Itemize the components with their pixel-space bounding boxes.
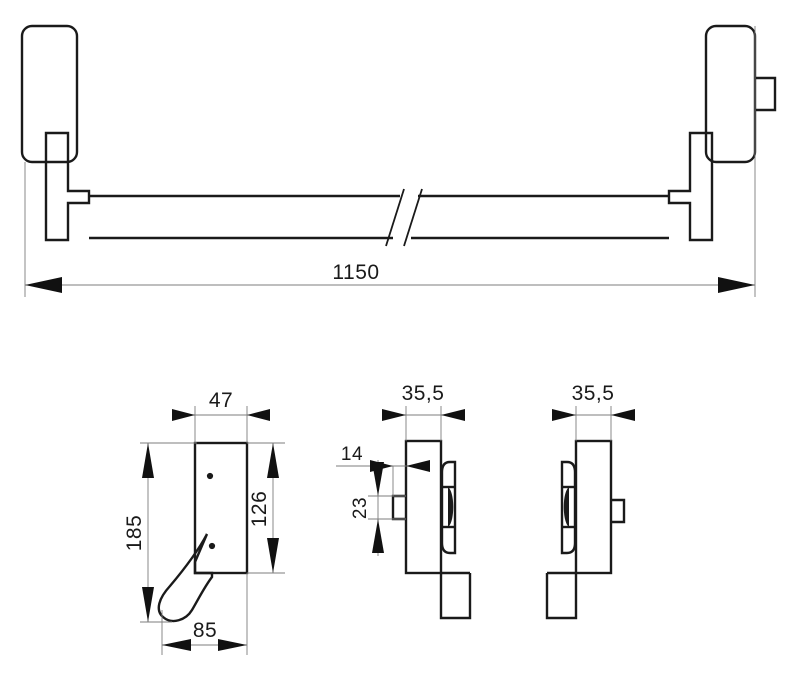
side-tab-left (391, 494, 406, 521)
dim-label-plate-height: 126 (248, 491, 271, 528)
screw-hole-lower (208, 542, 216, 550)
dim-355-right-arrow-b (611, 409, 635, 421)
dim-355-left-arrow-a (382, 409, 406, 421)
screw-hole-upper (206, 472, 214, 480)
dim-355-left-arrow-b (441, 409, 465, 421)
bottom-right-view: 35,5 (545, 382, 635, 620)
dim-47-arrow-right (247, 409, 270, 421)
bottom-middle-view: 35,5 14 23 (336, 382, 472, 620)
top-view-assembly: 1150 (20, 24, 777, 297)
dim-label-lever-projection: 85 (193, 619, 217, 642)
side-body-left-outline (404, 439, 443, 575)
push-bar-profile-left (440, 460, 457, 555)
dim-185-arrow-bottom (142, 587, 154, 622)
right-end-cap-lug (755, 76, 777, 112)
left-end-cap-housing (20, 24, 79, 164)
right-end-cap-housing (704, 24, 757, 164)
bottom-left-view: 47 185 126 85 (123, 389, 285, 655)
dim-47-arrow-left (172, 409, 195, 421)
dim-355-right-arrow-a (552, 409, 576, 421)
dim-14-arrow-right (406, 460, 430, 472)
dim-185-arrow-top (142, 443, 154, 478)
push-bar-profile-left-grip (448, 487, 454, 527)
side-body-right-outline (574, 439, 613, 575)
dim-1150-arrow-right (718, 277, 755, 293)
dim-85-arrow-left (162, 639, 191, 651)
right-mounting-bracket (667, 131, 714, 242)
left-mounting-bracket (44, 131, 91, 242)
side-mounting-foot-left (439, 573, 472, 620)
dim-23-arrow-top (372, 462, 384, 496)
push-bar-profile-right (560, 460, 577, 555)
dim-126-arrow-top (267, 443, 279, 478)
lever-handle-hook (157, 533, 214, 623)
break-symbol-line-1 (385, 188, 405, 247)
end-cap-plate-outline (193, 441, 249, 575)
push-bar-profile-right-grip (563, 487, 569, 527)
dim-23-arrow-bottom (372, 519, 384, 553)
dim-1150-arrow-left (25, 277, 62, 293)
dim-label-overall-height: 185 (123, 515, 146, 552)
dim-label-plate-width: 47 (209, 389, 233, 412)
dim-label-tab-offset: 14 (341, 444, 363, 465)
dim-label-body-depth-right: 35,5 (572, 382, 615, 405)
dim-126-arrow-bottom (267, 538, 279, 573)
dim-label-tab-height: 23 (350, 497, 371, 519)
dim-85-arrow-right (218, 639, 247, 651)
break-symbol-line-2 (403, 188, 423, 247)
side-lug-right (611, 498, 626, 524)
dim-label-body-depth-left: 35,5 (402, 382, 445, 405)
side-mounting-foot-right (545, 573, 578, 620)
dim-label-overall-length: 1150 (332, 261, 379, 284)
